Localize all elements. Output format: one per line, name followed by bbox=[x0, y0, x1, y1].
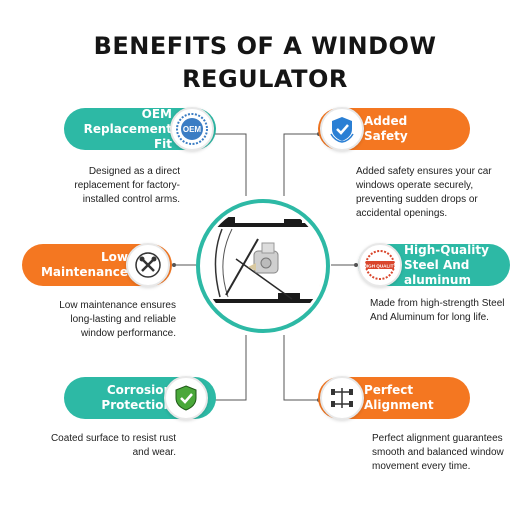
shield-check-icon bbox=[320, 107, 364, 151]
title-line-1: BENEFITS OF A WINDOW bbox=[93, 32, 437, 60]
high-quality-stamp-icon: HIGH QUALITY bbox=[358, 243, 402, 287]
feature-alignment-description: Perfect alignment guarantees smooth and … bbox=[372, 433, 504, 472]
feature-quality-label: High-Quality Steel And aluminum bbox=[404, 242, 489, 287]
connector-safety bbox=[283, 133, 319, 196]
connector-oem bbox=[212, 133, 247, 196]
title-line-2: REGULATOR bbox=[182, 65, 348, 93]
axle-alignment-icon bbox=[320, 376, 364, 420]
connector-corrosion bbox=[212, 335, 247, 401]
oem-badge-text: OEM bbox=[183, 125, 202, 134]
connector-alignment bbox=[283, 335, 319, 401]
feature-oem-description: Designed as a direct replacement for fac… bbox=[74, 166, 180, 205]
feature-maintenance-label: Low Maintenance bbox=[40, 250, 128, 279]
feature-quality-description: Made from high-strength Steel And Alumin… bbox=[370, 298, 505, 323]
oem-seal-icon: OEM bbox=[170, 107, 214, 151]
feature-oem-label: OEM Replacement Fit bbox=[83, 106, 172, 151]
window-regulator-image bbox=[196, 199, 330, 333]
page-title: BENEFITS OF A WINDOW REGULATOR bbox=[0, 30, 530, 96]
wrench-screwdriver-icon bbox=[126, 243, 170, 287]
feature-alignment-label: Perfect Alignment bbox=[364, 383, 434, 412]
quality-badge-text: HIGH QUALITY bbox=[364, 264, 397, 269]
shield-check-icon bbox=[164, 376, 208, 420]
feature-corrosion-label: Corrosion Protection bbox=[101, 383, 172, 412]
feature-safety-description: Added safety ensures your car windows op… bbox=[356, 166, 492, 219]
feature-corrosion-description: Coated surface to resist rust and wear. bbox=[50, 433, 176, 458]
feature-maintenance-description: Low maintenance ensures long-lasting and… bbox=[59, 300, 176, 339]
feature-safety-label: Added Safety bbox=[364, 114, 408, 143]
